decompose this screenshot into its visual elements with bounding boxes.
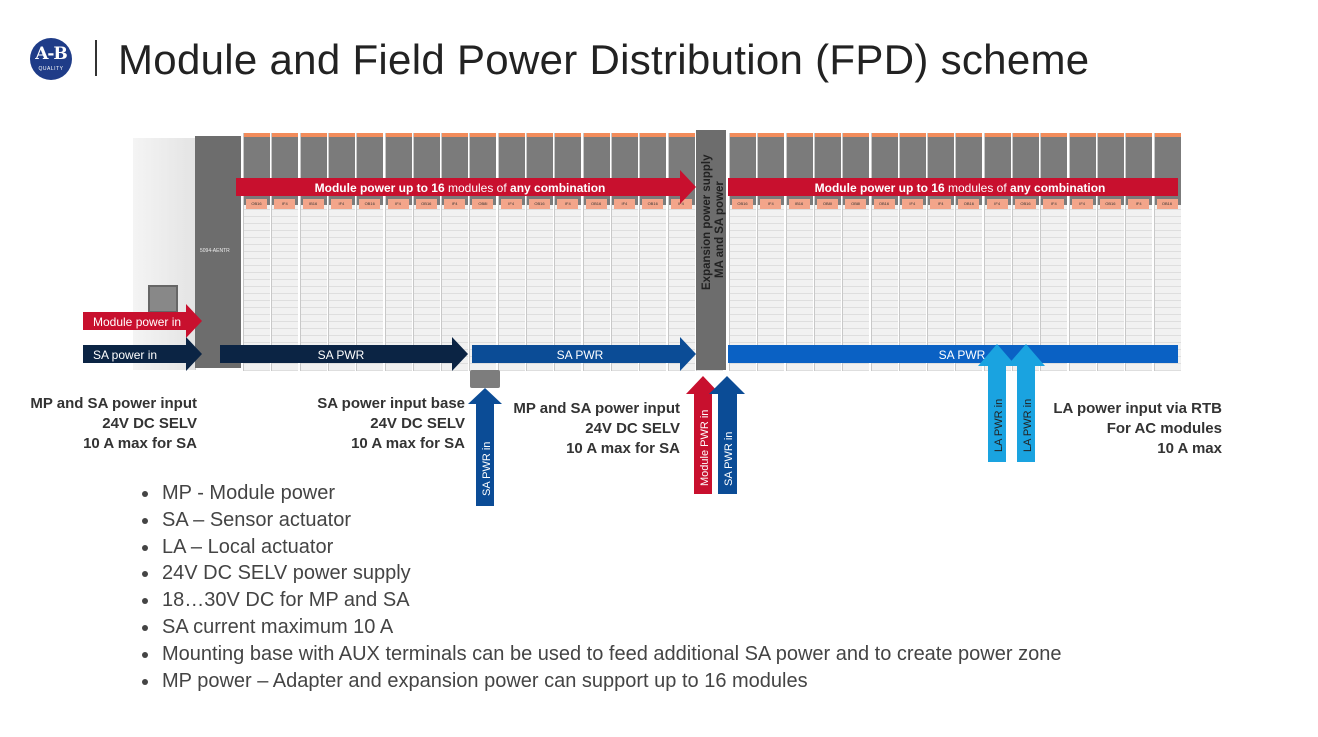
module-tag: OB16: [958, 199, 980, 209]
module-power-text-right: Module power up to 16 modules of any com…: [815, 181, 1106, 195]
sa-pwr-text-3: SA PWR: [939, 348, 986, 362]
module-tag: IF4: [613, 199, 635, 209]
label-left-power-input: MP and SA power input 24V DC SELV 10 A m…: [30, 395, 197, 452]
expansion-label-line1: Expansion power supply: [701, 154, 713, 290]
module-tag: OB8I: [472, 199, 494, 209]
module-power-in-text: Module power in: [93, 315, 181, 329]
sa-power-in-text: SA power in: [93, 348, 157, 362]
right-io-module: OB8I: [842, 133, 870, 371]
module-tag: IF4: [1043, 199, 1065, 209]
sa-pwr-text-2: SA PWR: [557, 348, 604, 362]
logo-text: A-B: [35, 44, 68, 64]
module-tag: OB16: [246, 199, 267, 209]
adapter-body: [133, 138, 196, 370]
allen-bradley-logo: A-B QUALITY: [30, 38, 72, 80]
left-io-module: IF4: [271, 133, 299, 371]
ethernet-port-icon: [148, 285, 178, 313]
right-io-module: IF4: [983, 133, 1011, 371]
sa-pwr-arrow-1: [220, 337, 468, 371]
expansion-power-supply: [696, 130, 726, 370]
module-tag: IB16: [788, 199, 810, 209]
module-tag: IF4: [1128, 199, 1150, 209]
module-tag: IF4: [444, 199, 466, 209]
module-tag: IF4: [986, 199, 1008, 209]
right-io-module: IF4: [1068, 133, 1096, 371]
list-item: LA – Local actuator: [160, 534, 1061, 561]
module-pwr-in-exp-arrow: [686, 376, 720, 494]
module-tag: OB16: [642, 199, 664, 209]
la-pwr-in-text-2: LA PWR in: [1022, 399, 1034, 452]
expansion-label-line2: MA and SA power: [714, 181, 726, 278]
module-tag: IF4: [901, 199, 923, 209]
sa-power-input-base: [470, 370, 500, 388]
module-tag: OB16: [585, 199, 607, 209]
right-io-module: IF4: [1040, 133, 1068, 371]
right-io-module: OB16: [1153, 133, 1181, 371]
list-item: 24V DC SELV power supply: [160, 560, 1061, 587]
module-tag: IF4: [500, 199, 522, 209]
list-item: SA current maximum 10 A: [160, 614, 1061, 641]
list-item: MP - Module power: [160, 480, 1061, 507]
list-item: SA – Sensor actuator: [160, 507, 1061, 534]
module-tag: OB16: [732, 199, 753, 209]
list-item: Mounting base with AUX terminals can be …: [160, 641, 1061, 668]
module-tag: OB16: [1015, 199, 1036, 209]
module-tag: IF4: [274, 199, 296, 209]
adapter-head: [195, 136, 241, 368]
label-base-power-input: SA power input base 24V DC SELV 10 A max…: [317, 395, 465, 452]
module-power-in-arrow: [83, 304, 202, 338]
la-pwr-in-arrow-1: [978, 344, 1016, 462]
right-io-module: OB16: [1096, 133, 1124, 371]
la-pwr-in-text-1: LA PWR in: [993, 399, 1005, 452]
module-tag: OB8I: [845, 199, 867, 209]
module-power-arrow-right: [728, 178, 1178, 196]
label-expansion-power-input: MP and SA power input 24V DC SELV 10 A m…: [513, 400, 680, 457]
title-divider: [95, 40, 97, 76]
list-item: MP power – Adapter and expansion power c…: [160, 668, 1061, 695]
right-io-module: IB16: [785, 133, 813, 371]
definitions-list: MP - Module power SA – Sensor actuator L…: [140, 480, 1061, 694]
sa-pwr-in-base-text: SA PWR in: [481, 442, 493, 496]
la-pwr-in-arrow-2: [1007, 344, 1045, 462]
sa-pwr-in-exp-text: SA PWR in: [723, 432, 735, 486]
module-tag: IF4: [330, 199, 352, 209]
sa-pwr-in-base-arrow: [468, 388, 502, 506]
sa-pwr-in-exp-arrow: [709, 376, 745, 494]
right-io-module: OB16: [955, 133, 983, 371]
sa-pwr-arrow-2: [472, 337, 696, 371]
module-pwr-in-exp-text: Module PWR in: [699, 410, 711, 486]
module-tag: OB16: [873, 199, 895, 209]
sa-pwr-arrow-3: [728, 345, 1178, 363]
module-tag: IF4: [557, 199, 579, 209]
module-tag: OB16: [415, 199, 437, 209]
module-tag: IF4: [387, 199, 409, 209]
module-tag: IF4: [670, 199, 692, 209]
module-power-text-left: Module power up to 16 modules of any com…: [315, 181, 606, 195]
module-power-arrow-left: [236, 170, 696, 204]
label-la-power-input: LA power input via RTB For AC modules 10…: [1053, 400, 1222, 457]
module-tag: OB8I: [816, 199, 838, 209]
adapter-label: 5094-AENTR: [200, 248, 230, 254]
page-title: Module and Field Power Distribution (FPD…: [118, 36, 1090, 83]
left-io-module: OB16: [412, 133, 440, 371]
module-tag: OB16: [359, 199, 381, 209]
list-item: 18…30V DC for MP and SA: [160, 587, 1061, 614]
sa-pwr-text-1: SA PWR: [318, 348, 365, 362]
left-io-module: IF4: [610, 133, 638, 371]
module-tag: OB16: [1099, 199, 1121, 209]
left-io-module: OB16: [639, 133, 667, 371]
module-tag: IF4: [760, 199, 782, 209]
module-tag: IF4: [930, 199, 952, 209]
module-tag: IB16: [302, 199, 324, 209]
module-tag: OB16: [1156, 199, 1178, 209]
module-tag: OB16: [529, 199, 550, 209]
module-tag: IF4: [1071, 199, 1093, 209]
sa-power-in-arrow: [83, 337, 202, 371]
logo-subtext: QUALITY: [38, 66, 64, 72]
